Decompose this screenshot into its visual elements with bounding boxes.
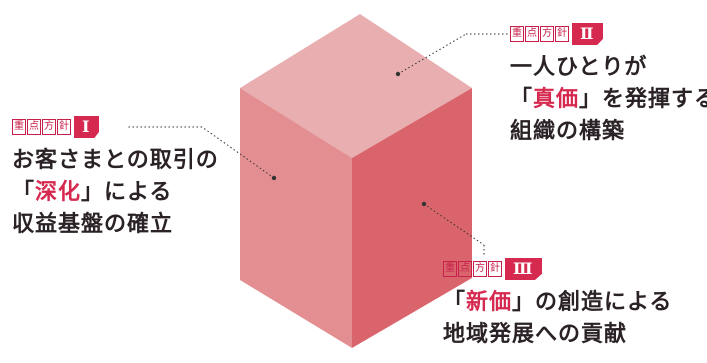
focus-area-2-line-2: 「真価」を発揮する [510,86,707,112]
tag-char: 方 [42,119,56,135]
focus-area-1: 重 点 方 針 Ⅰ お客さまとの取引の 「深化」による 収益基盤の確立 [12,116,219,240]
tag-char: 針 [57,119,71,135]
connector-3 [421,201,485,256]
focus-area-2: 重 点 方 針 Ⅱ 一人ひとりが 「真価」を発揮する 組織の構築 [510,23,707,147]
cube-left-face [240,88,352,348]
focus-area-2-tag: 重 点 方 針 Ⅱ [510,23,707,45]
tag-char: 点 [27,119,41,135]
focus-area-2-line-1: 一人ひとりが [510,54,648,80]
tag-char: 点 [458,261,472,277]
tag-numeral: Ⅱ [572,23,604,45]
tag-char: 重 [443,261,457,277]
focus-area-3: 重 点 方 針 Ⅲ 「新価」の創造による 地域発展への貢献 [443,258,672,350]
tag-char: 重 [510,26,524,42]
focus-area-3-line-2: 地域発展への貢献 [443,321,628,347]
connector-1 [126,126,277,181]
tag-numeral: Ⅰ [74,116,100,138]
focus-area-3-line-1: 「新価」の創造による [443,289,673,315]
connector-2 [395,33,508,77]
focus-area-3-tag: 重 点 方 針 Ⅲ [443,258,672,280]
focus-area-1-line-2: 「深化」による [12,179,173,205]
tag-char: 方 [540,26,554,42]
tag-char: 方 [473,261,487,277]
tag-char: 針 [488,261,502,277]
cube-top-face [240,14,472,158]
focus-area-1-line-3: 収益基盤の確立 [12,211,174,237]
tag-char: 点 [525,26,539,42]
focus-area-2-line-3: 組織の構築 [510,118,626,144]
cube-right-face [352,88,472,348]
tag-numeral: Ⅲ [505,258,543,280]
tag-char: 針 [555,26,569,42]
focus-area-1-tag: 重 点 方 針 Ⅰ [12,116,219,138]
tag-char: 重 [12,119,26,135]
focus-area-1-line-1: お客さまとの取引の [12,147,219,173]
